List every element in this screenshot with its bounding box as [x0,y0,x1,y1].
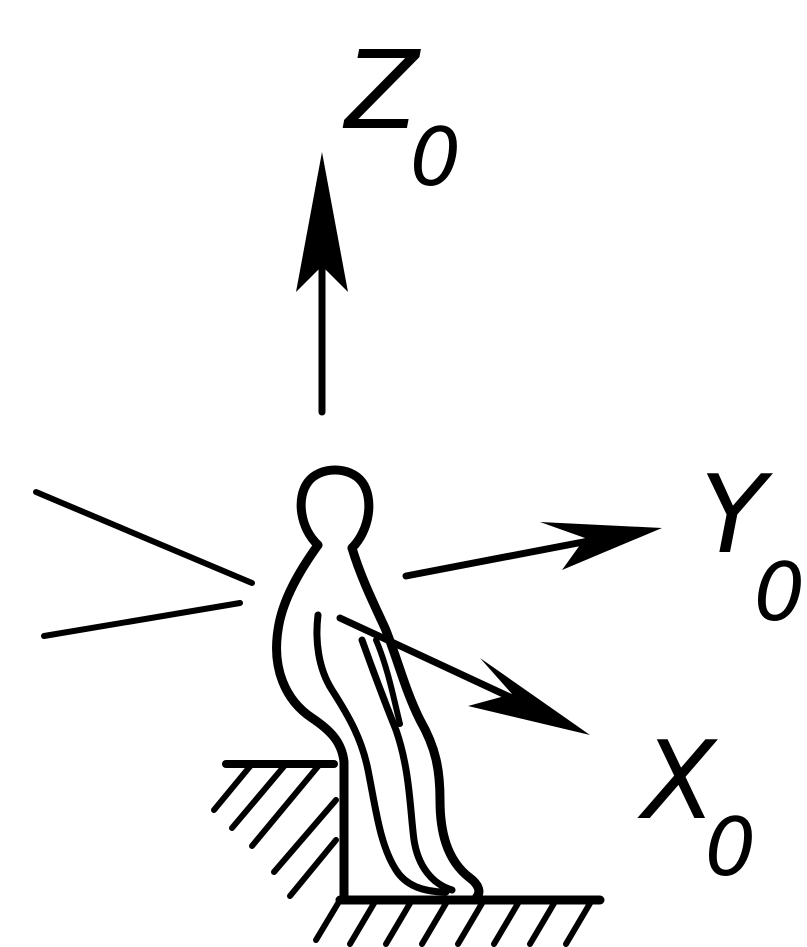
z-axis [296,152,348,416]
x-axis-label: X [637,719,718,844]
seated-person-figure [272,465,484,905]
view-lines [33,489,255,639]
z-axis-label: Z [342,29,421,154]
y-axis-subscript: 0 [754,546,805,639]
z-axis-subscript: 0 [410,111,461,204]
z-axis-arrowhead [296,152,348,292]
x-axis-arrowhead [468,658,590,735]
y-axis [402,522,662,580]
floor [313,895,605,947]
x-axis [336,614,590,735]
y-axis-arrowhead [540,522,662,570]
x-axis-subscript: 0 [705,801,756,894]
seat-support [211,760,339,899]
y-axis-label: Y [700,453,773,578]
